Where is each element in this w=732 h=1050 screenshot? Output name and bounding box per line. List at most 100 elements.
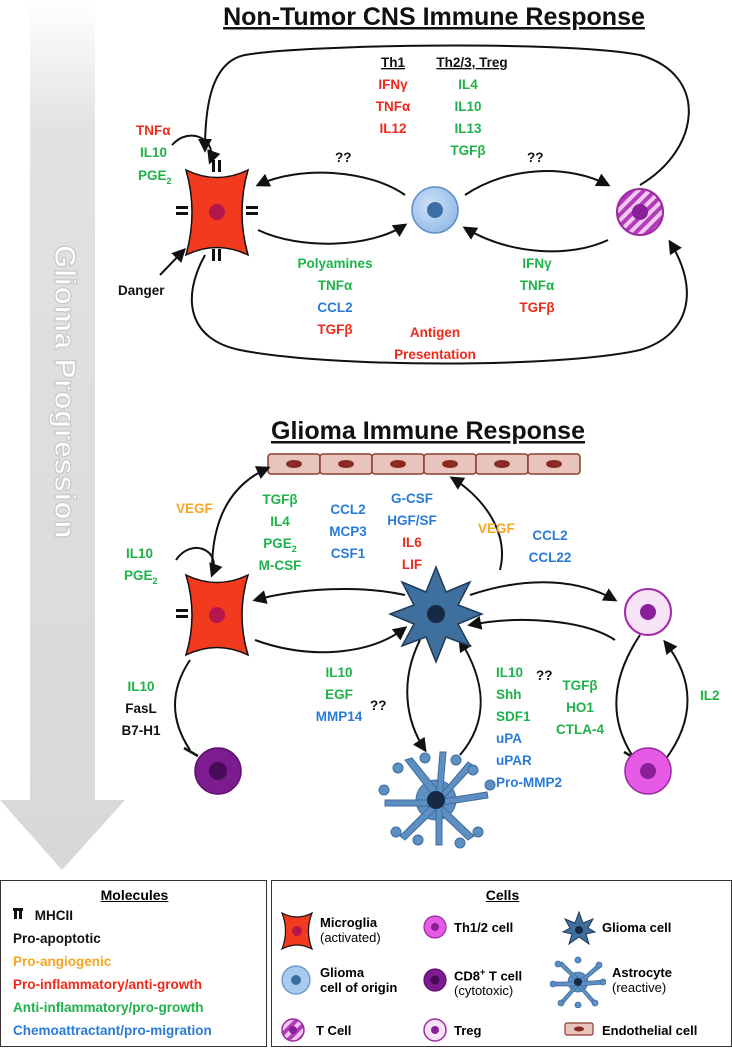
astrocyte <box>378 751 496 849</box>
legend-th-icon <box>423 915 447 939</box>
microglia-factor: TGFβ <box>262 492 297 507</box>
factor-ccl2: CCL2 <box>317 300 352 315</box>
top-title: Non-Tumor CNS Immune Response <box>223 3 645 31</box>
progression-arrow <box>0 0 125 870</box>
legend-astrocyte: Astrocyte(reactive) <box>612 965 672 995</box>
legend-pro-apoptotic: Pro-apoptotic <box>13 931 101 946</box>
autocrine-il10: IL10 <box>140 145 167 160</box>
t-cell-top <box>616 188 664 236</box>
th23-header: Th2/3, Treg <box>436 55 507 70</box>
legend-astrocyte-icon <box>550 956 606 1008</box>
legend-cd8-icon <box>423 968 447 992</box>
legend-chemoattractant: Chemoattractant/pro-migration <box>13 1023 212 1038</box>
factor-tnfa: TNFα <box>318 278 353 293</box>
microglia-factor: PGE2 <box>263 536 297 554</box>
th-cell <box>624 747 672 795</box>
legend-cd8: CD8+ T cell (cytotoxic) <box>454 967 523 999</box>
astro-factor: uPAR <box>496 753 532 768</box>
antigen-presentation-line: Presentation <box>394 347 476 362</box>
progression-label: Glioma Progression <box>48 245 81 539</box>
th1-cytokine: IL12 <box>379 121 406 136</box>
molecules-legend-title: Molecules <box>100 887 169 903</box>
th1-cytokine: TNFα <box>376 99 411 114</box>
factor-il6: IL6 <box>402 535 422 550</box>
legend-pro-inflammatory: Pro-inflammatory/anti-growth <box>13 977 203 992</box>
microglia-chemokine: CCL2 <box>330 502 365 517</box>
th23-cytokine: TGFβ <box>450 143 485 158</box>
factor-il10: IL10 <box>325 665 352 680</box>
legend-glioma-origin-icon <box>281 965 311 995</box>
il2-label: IL2 <box>700 688 720 703</box>
factor-mmp14: MMP14 <box>316 709 363 724</box>
astro-factor: Shh <box>496 687 522 702</box>
factor-fasl: FasL <box>125 701 157 716</box>
danger-label: Danger <box>118 283 165 298</box>
legend-microglia: Microglia(activated) <box>320 915 381 945</box>
legend-endothelial: Endothelial cell <box>602 1023 698 1038</box>
factor-egf: EGF <box>325 687 353 702</box>
factor-lif: LIF <box>402 557 422 572</box>
treg-chemokine: CCL22 <box>529 550 572 565</box>
glioma-cell <box>387 564 485 665</box>
astro-factor: IL10 <box>496 665 523 680</box>
microglia-bottom <box>176 573 250 657</box>
legend-pro-angiogenic: Pro-angiogenic <box>13 954 112 969</box>
microglia-chemokine: CSF1 <box>331 546 366 561</box>
factor-ifng: IFNγ <box>522 256 552 271</box>
qq-right: ?? <box>527 150 544 165</box>
autocrine-pge2-bottom: PGE2 <box>124 568 158 586</box>
microglia-factor: M-CSF <box>259 558 302 573</box>
factor-gcsf: G-CSF <box>391 491 433 506</box>
factor-il10: IL10 <box>127 679 154 694</box>
treg-chemokine: CCL2 <box>532 528 567 543</box>
treg-factor: TGFβ <box>562 678 597 693</box>
legend-microglia-icon <box>280 911 314 951</box>
th23-cytokine: IL13 <box>454 121 482 136</box>
treg-factor: HO1 <box>566 700 594 715</box>
th1-cytokine: IFNγ <box>378 77 408 92</box>
qq-left: ?? <box>335 150 352 165</box>
th23-cytokine: IL10 <box>454 99 481 114</box>
legend-mhcii: MHCII <box>13 908 73 923</box>
factor-tgfb: TGFβ <box>519 300 554 315</box>
vegf-left: VEGF <box>176 501 213 516</box>
th1-header: Th1 <box>381 55 405 70</box>
molecules-legend: Molecules MHCII Pro-apoptotic Pro-angiog… <box>0 880 267 1047</box>
endothelium <box>267 453 581 475</box>
autocrine-tnfa: TNFα <box>136 123 171 138</box>
autocrine-il10-bottom: IL10 <box>126 546 153 561</box>
microglia-top <box>176 160 258 261</box>
legend-treg-icon <box>423 1018 447 1042</box>
legend-endothelial-icon <box>564 1022 594 1036</box>
astro-factor: Pro-MMP2 <box>496 775 562 790</box>
factor-hgf-sf: HGF/SF <box>387 513 437 528</box>
qq-astro: ?? <box>370 698 387 713</box>
legend-tcell: T Cell <box>316 1023 352 1038</box>
astro-factor: uPA <box>496 731 522 746</box>
qq-treg: ?? <box>536 668 553 683</box>
autocrine-pge2: PGE2 <box>138 168 172 186</box>
antigen-presentation-line: Antigen <box>410 325 460 340</box>
treg-factor: CTLA-4 <box>556 722 604 737</box>
legend-tcell-icon <box>281 1018 305 1042</box>
mhcii-icon <box>13 908 23 923</box>
astro-factor: SDF1 <box>496 709 531 724</box>
factor-b7h1: B7-H1 <box>121 723 161 738</box>
cd8-t-cell <box>194 747 242 795</box>
legend-glioma-cell: Glioma cell <box>602 920 672 935</box>
factor-tnfa: TNFα <box>520 278 555 293</box>
